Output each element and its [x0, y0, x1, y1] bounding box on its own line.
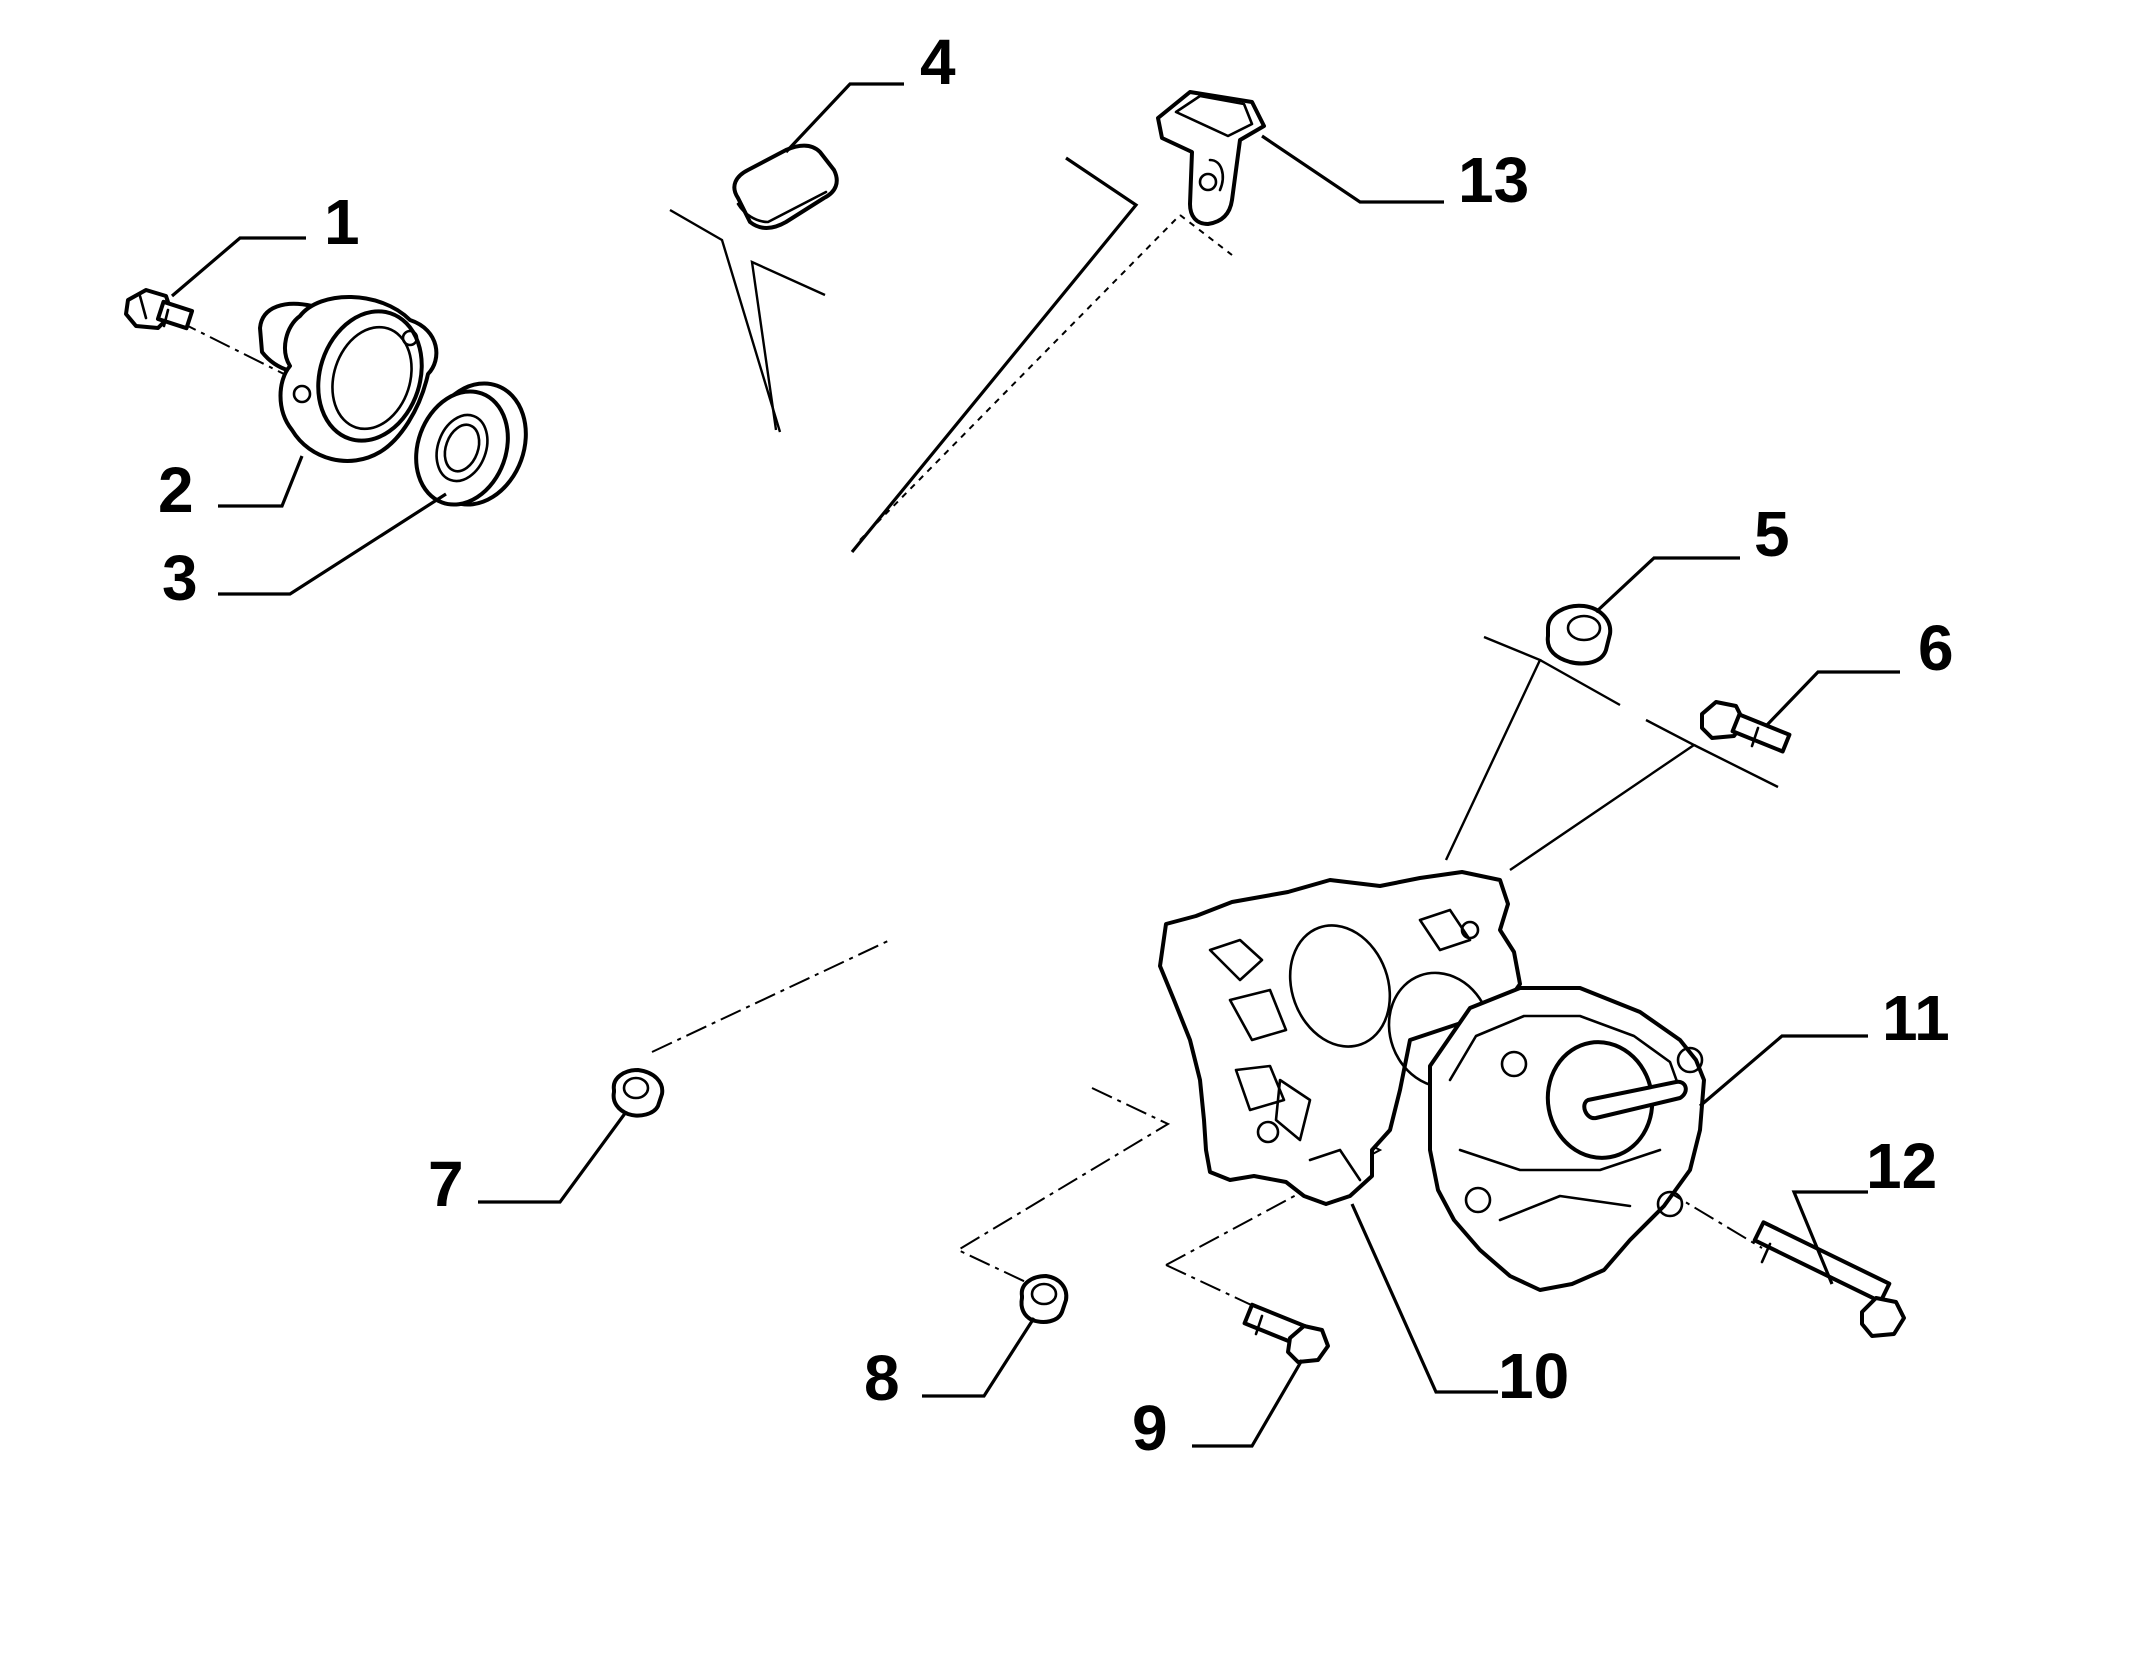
- callout-11: 11: [1882, 982, 1950, 1054]
- leader-2: [218, 455, 304, 508]
- leader-5: [1594, 556, 1740, 614]
- leader-4: [784, 82, 904, 154]
- callout-numbers: 1 2 3 4 5 6 7 8 9 10 11 12 13: [158, 26, 1954, 1464]
- part-9-bolt: [1242, 1302, 1330, 1364]
- guide-line-4a: [669, 208, 782, 433]
- guide-dash-13: [859, 214, 1181, 541]
- callout-12: 12: [1866, 1130, 1937, 1202]
- callout-6: 6: [1918, 612, 1954, 684]
- callout-1: 1: [324, 186, 360, 258]
- callout-13: 13: [1458, 144, 1529, 216]
- callout-8: 8: [864, 1342, 900, 1414]
- part-6-bolt: [1700, 700, 1792, 754]
- part-11-pump-cover: [1428, 986, 1706, 1292]
- guide-line-5b: [1539, 658, 1621, 707]
- leader-13: [1261, 134, 1444, 204]
- callout-5: 5: [1754, 498, 1790, 570]
- guide-line-4b: [750, 260, 826, 431]
- guide-dash-9b: [1165, 1264, 1263, 1311]
- leader-7: [478, 1111, 628, 1204]
- leader-3: [218, 492, 447, 596]
- leader-11: [1698, 1034, 1868, 1108]
- leader-12: [1791, 1190, 1868, 1285]
- guide-line-6b: [1693, 743, 1779, 789]
- callout-2: 2: [158, 454, 194, 526]
- callout-10: 10: [1498, 1340, 1569, 1412]
- assembly-guide-lines: [175, 156, 1779, 1311]
- part-1-bolt: [124, 288, 195, 331]
- guide-line-6: [1509, 718, 1697, 871]
- part-2-flange-housing: [258, 295, 439, 463]
- callout-4: 4: [920, 26, 956, 98]
- part-4-rubber-pad: [732, 143, 839, 230]
- guide-line-13: [850, 156, 1139, 554]
- part-8-plug: [1019, 1274, 1069, 1324]
- leader-9: [1192, 1359, 1304, 1448]
- leader-1: [170, 236, 306, 298]
- leader-10: [1350, 1203, 1498, 1394]
- callout-3: 3: [162, 542, 198, 614]
- guide-dash-1: [175, 319, 289, 377]
- callout-7: 7: [428, 1148, 464, 1220]
- callout-leader-lines: [170, 82, 1900, 1448]
- leader-6: [1764, 670, 1900, 728]
- guide-dash-8: [955, 1087, 1171, 1285]
- leader-8: [922, 1317, 1036, 1398]
- guide-dash-12: [1661, 1187, 1763, 1249]
- part-10-gasket: [1158, 870, 1522, 1206]
- part-5-plug: [1545, 603, 1613, 666]
- guide-dash-7: [651, 939, 891, 1053]
- part-13-bracket: [1156, 90, 1266, 226]
- guide-line-5: [1444, 635, 1542, 861]
- part-7-plug: [611, 1068, 665, 1118]
- part-3-seal-ring: [414, 381, 528, 507]
- callout-9: 9: [1132, 1392, 1168, 1464]
